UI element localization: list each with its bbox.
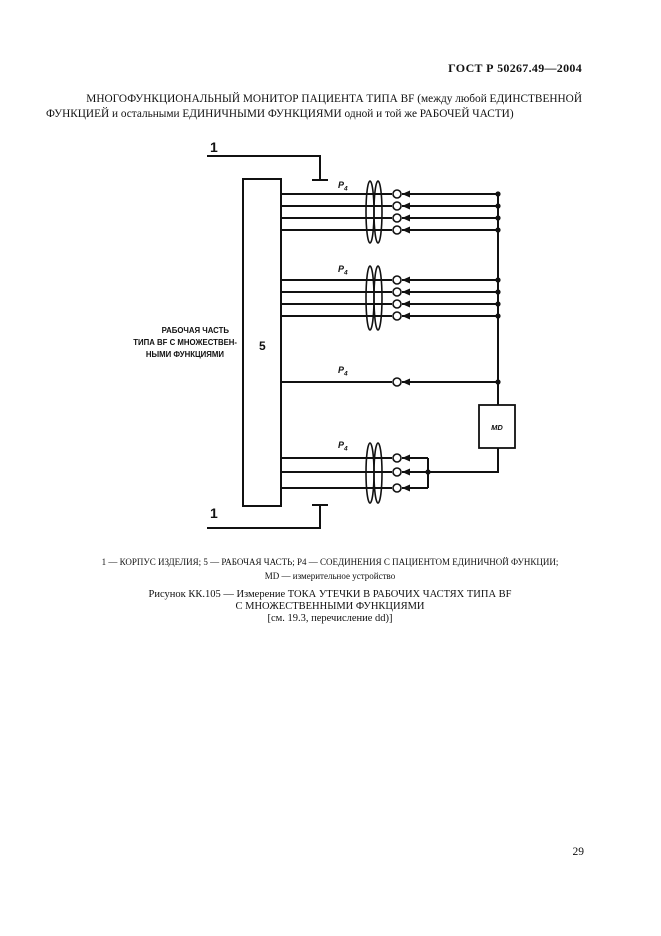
enclosure-label-top: 1 xyxy=(210,139,218,155)
side-label-line-2: ТИПА BF С МНОЖЕСТВЕН- xyxy=(133,338,237,347)
heading-line-2: ФУНКЦИЕЙ и остальными ЕДИНИЧНЫМИ ФУНКЦИЯ… xyxy=(46,108,514,120)
junction-dot xyxy=(495,203,501,209)
page-number: 29 xyxy=(572,846,585,858)
side-label-line-3: НЫМИ ФУНКЦИЯМИ xyxy=(146,350,225,359)
terminal xyxy=(392,483,402,493)
terminal xyxy=(392,275,402,285)
patient-connection-label: P4 xyxy=(338,440,348,453)
arrowhead xyxy=(402,202,410,210)
terminal xyxy=(392,453,402,463)
terminal xyxy=(392,225,402,235)
junction-dot xyxy=(495,379,501,385)
terminal xyxy=(392,213,402,223)
arrowhead xyxy=(402,226,410,234)
figure-legend: 1 — КОРПУС ИЗДЕЛИЯ; 5 — РАБОЧАЯ ЧАСТЬ; P… xyxy=(40,555,620,583)
junction-dot xyxy=(495,289,501,295)
enclosure-line-top xyxy=(207,155,321,180)
patient-connection-label: P4 xyxy=(338,180,348,193)
caption-line-3: [см. 19.3, перечисление dd)] xyxy=(267,613,393,624)
arrowhead xyxy=(402,378,410,386)
group-ellipse xyxy=(373,180,383,244)
arrowhead xyxy=(402,484,410,492)
legend-line-1: 1 — КОРПУС ИЗДЕЛИЯ; 5 — РАБОЧАЯ ЧАСТЬ; P… xyxy=(101,557,559,567)
group-ellipse xyxy=(373,442,383,504)
group-ellipse xyxy=(373,265,383,331)
figure-heading: МНОГОФУНКЦИОНАЛЬНЫЙ МОНИТОР ПАЦИЕНТА ТИП… xyxy=(46,92,582,122)
enclosure-label-bottom: 1 xyxy=(210,505,218,521)
junction-dot xyxy=(495,313,501,319)
terminal xyxy=(392,311,402,321)
meter-return xyxy=(428,448,499,473)
side-label-line-1: РАБОЧАЯ ЧАСТЬ xyxy=(162,326,230,335)
terminal xyxy=(392,299,402,309)
junction-dot xyxy=(495,301,501,307)
arrowhead xyxy=(402,312,410,320)
arrowhead xyxy=(402,300,410,308)
figure-caption: Рисунок КК.105 — Измерение ТОКА УТЕЧКИ В… xyxy=(80,589,580,625)
terminal xyxy=(392,467,402,477)
junction-dot xyxy=(495,227,501,233)
arrowhead xyxy=(402,190,410,198)
arrowhead xyxy=(402,288,410,296)
terminal xyxy=(392,189,402,199)
terminal xyxy=(392,201,402,211)
meter-label: MD xyxy=(491,423,503,432)
arrowhead xyxy=(402,454,410,462)
standard-number: ГОСТ Р 50267.49—2004 xyxy=(448,61,582,75)
legend-line-2: MD — измерительное устройство xyxy=(264,571,396,581)
terminal xyxy=(392,287,402,297)
patient-connection-label: P4 xyxy=(338,365,348,378)
group-ellipse xyxy=(365,265,375,331)
junction-dot xyxy=(495,191,501,197)
caption-line-1: Рисунок КК.105 — Измерение ТОКА УТЕЧКИ В… xyxy=(148,589,512,600)
arrowhead xyxy=(402,276,410,284)
heading-line-1: МНОГОФУНКЦИОНАЛЬНЫЙ МОНИТОР ПАЦИЕНТА ТИП… xyxy=(86,93,582,105)
applied-part-number: 5 xyxy=(259,339,266,353)
caption-line-2: С МНОЖЕСТВЕННЫМИ ФУНКЦИЯМИ xyxy=(235,601,425,612)
applied-part-block xyxy=(242,178,282,507)
patient-connection-label: P4 xyxy=(338,264,348,277)
enclosure-line-bottom xyxy=(207,505,321,529)
group-ellipse xyxy=(365,180,375,244)
terminal xyxy=(392,377,402,387)
junction-dot xyxy=(495,215,501,221)
junction-dot xyxy=(425,469,431,475)
arrowhead xyxy=(402,214,410,222)
arrowhead xyxy=(402,468,410,476)
junction-dot xyxy=(495,277,501,283)
measuring-device-box xyxy=(478,404,516,449)
